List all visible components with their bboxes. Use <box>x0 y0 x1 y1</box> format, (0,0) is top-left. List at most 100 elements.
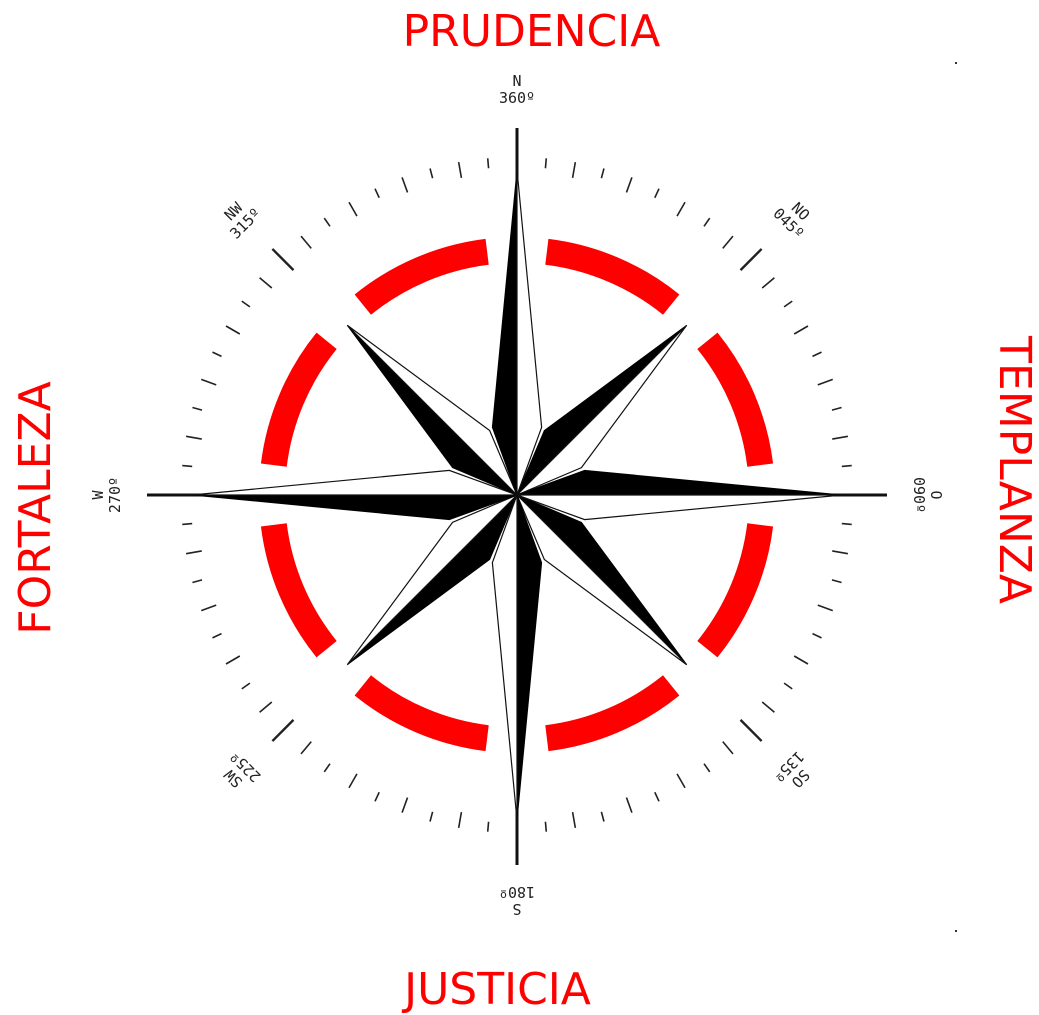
tick-mark <box>323 763 331 773</box>
tick-mark <box>429 168 434 179</box>
tick-mark <box>348 201 358 217</box>
speck-dot <box>955 62 957 64</box>
star-point-light <box>191 469 518 496</box>
tick-mark <box>654 188 660 199</box>
red-arc-segment <box>354 238 489 315</box>
tick-mark <box>225 325 241 335</box>
red-arc-segment <box>697 332 774 467</box>
tick-mark <box>812 351 822 358</box>
virtue-label-north: PRUDENCIA <box>402 6 661 57</box>
tick-mark <box>457 161 463 179</box>
star-point-light <box>491 494 518 821</box>
tick-mark <box>544 158 548 169</box>
tick-mark <box>259 701 273 713</box>
cardinal-star <box>191 169 843 821</box>
tick-mark <box>185 435 202 440</box>
intercardinal-star <box>346 324 688 666</box>
direction-degrees: 090º <box>910 477 928 513</box>
tick-mark <box>793 655 809 665</box>
tick-mark <box>817 378 834 386</box>
tick-mark <box>571 161 577 179</box>
tick-mark <box>761 701 775 713</box>
star-point-light <box>516 169 543 496</box>
star-point-light <box>516 494 843 521</box>
tick-mark <box>841 522 852 526</box>
compass-tick-marks <box>182 158 852 832</box>
virtue-label-south: JUSTICIA <box>404 964 591 1015</box>
star-point-light <box>516 324 688 496</box>
tick-mark <box>654 791 660 802</box>
direction-letter: W <box>89 490 107 500</box>
tick-mark <box>761 277 775 289</box>
red-arc-segment <box>697 523 774 658</box>
red-arc-segment <box>260 523 337 658</box>
tick-mark <box>831 406 842 411</box>
tick-mark <box>182 522 193 526</box>
red-arc-segment <box>260 332 337 467</box>
speck-dot <box>955 930 957 932</box>
tick-mark <box>241 682 251 690</box>
tick-mark <box>225 655 241 665</box>
tick-mark <box>241 300 251 308</box>
tick-mark <box>486 158 490 169</box>
tick-mark <box>374 188 380 199</box>
tick-mark <box>722 741 734 755</box>
star-point-light <box>346 324 518 496</box>
red-arc-segment <box>354 675 489 752</box>
tick-mark <box>323 217 331 227</box>
tick-mark <box>831 579 842 584</box>
tick-mark <box>625 797 633 813</box>
tick-mark <box>212 632 222 639</box>
tick-mark <box>200 378 217 386</box>
tick-mark <box>259 277 273 289</box>
tick-mark <box>401 177 409 193</box>
tick-mark <box>374 791 380 802</box>
tick-mark <box>486 821 490 832</box>
tick-mark <box>185 550 202 555</box>
tick-mark <box>182 464 193 468</box>
major-tick-mark <box>739 719 763 742</box>
tick-mark <box>812 632 822 639</box>
tick-mark <box>793 325 809 335</box>
star-point-light <box>516 494 688 666</box>
tick-mark <box>783 682 793 690</box>
tick-mark <box>676 773 686 789</box>
direction-degrees: 360º <box>499 89 535 107</box>
tick-mark <box>832 550 849 555</box>
tick-mark <box>600 811 605 822</box>
red-arc-segment <box>545 238 680 315</box>
tick-mark <box>817 604 834 612</box>
tick-mark <box>783 300 793 308</box>
tick-mark <box>192 406 203 411</box>
tick-mark <box>348 773 358 789</box>
tick-mark <box>401 797 409 813</box>
tick-mark <box>625 177 633 193</box>
tick-mark <box>703 763 711 773</box>
direction-letter: S <box>512 900 521 918</box>
red-arc-segments <box>260 238 774 752</box>
major-tick-mark <box>739 248 763 271</box>
tick-mark <box>300 741 312 755</box>
tick-mark <box>722 235 734 249</box>
tick-mark <box>841 464 852 468</box>
tick-mark <box>571 811 577 829</box>
tick-mark <box>457 811 463 829</box>
major-tick-mark <box>271 719 295 742</box>
direction-letter: O <box>927 490 945 499</box>
tick-mark <box>703 217 711 227</box>
tick-mark <box>544 821 548 832</box>
tick-mark <box>200 604 217 612</box>
tick-mark <box>832 435 849 440</box>
direction-degrees: 270º <box>106 477 124 513</box>
tick-mark <box>600 168 605 179</box>
